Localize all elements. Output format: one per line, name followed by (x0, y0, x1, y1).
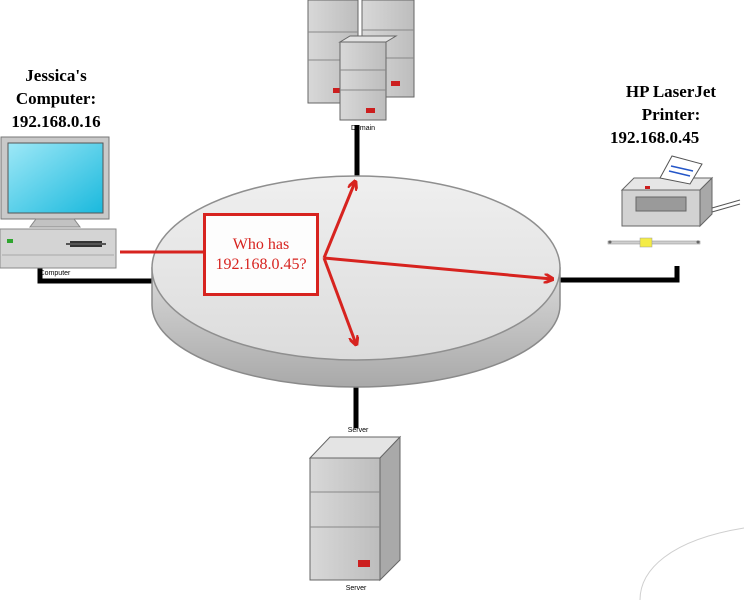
query-line-2: 192.168.0.45? (215, 255, 307, 273)
printer-label: HP LaserJet Printer: 192.168.0.45 (598, 80, 744, 149)
cable-to-printer (560, 266, 680, 283)
corner-curve (639, 527, 744, 600)
query-line-1: Who has (232, 235, 290, 253)
computer-icon (0, 136, 117, 269)
domain-server-caption: Domain (350, 125, 376, 132)
domain-server-cluster-icon (307, 0, 415, 121)
server-tower-front (338, 35, 398, 121)
printer-ip: 192.168.0.45 (610, 128, 700, 147)
arp-query-box: Who has 192.168.0.45? (203, 213, 319, 296)
broadcast-arrows (120, 182, 552, 344)
server-tower-icon (308, 435, 402, 582)
arrow-to-printer (323, 256, 552, 279)
computer-label: Jessica's Computer: 192.168.0.16 (0, 64, 112, 133)
arrow-to-domain-server (322, 182, 355, 259)
computer-ip: 192.168.0.16 (11, 112, 101, 131)
printer-icon (607, 155, 741, 248)
computer-name: Jessica's (25, 66, 87, 85)
printer-title: Printer: (641, 105, 701, 124)
computer-title: Computer: (15, 89, 97, 108)
bottom-server-top-caption: Server (347, 427, 369, 434)
cable-to-computer (37, 268, 156, 284)
arrow-to-bottom-server (322, 257, 356, 344)
printer-name: HP LaserJet (625, 82, 717, 101)
bottom-server-caption: Server (345, 585, 367, 592)
computer-icon-caption: Computer (39, 270, 71, 277)
